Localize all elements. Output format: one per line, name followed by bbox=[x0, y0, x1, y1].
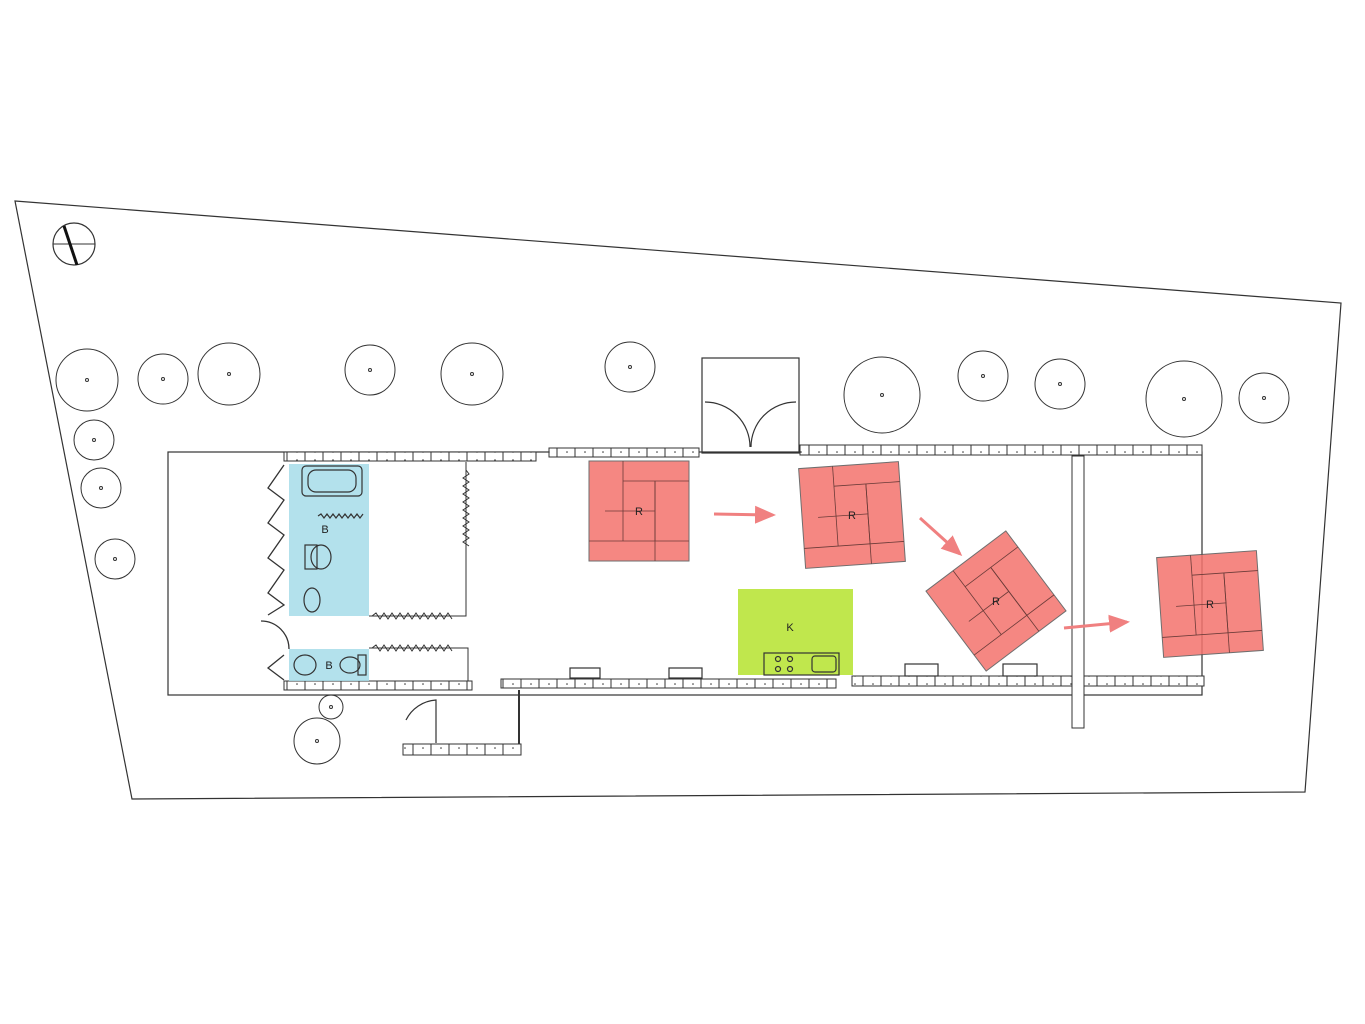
toilet-icon bbox=[304, 544, 332, 570]
tree-icon bbox=[318, 694, 344, 720]
tatami-room-label: R bbox=[992, 596, 1000, 608]
tree-icon bbox=[344, 344, 396, 396]
toilet-icon bbox=[339, 654, 367, 676]
wall-top-mid bbox=[548, 447, 700, 458]
site-boundary bbox=[14, 200, 1342, 800]
tree-icon bbox=[843, 356, 921, 434]
tree-icon bbox=[197, 342, 261, 406]
sink-icon bbox=[811, 655, 837, 673]
bathroom-small: B bbox=[289, 649, 369, 681]
north-arrow-icon bbox=[52, 222, 96, 266]
tatami-rooms: R R R R bbox=[588, 460, 1264, 672]
tree-icon bbox=[1034, 358, 1086, 410]
arrow-3 bbox=[1063, 614, 1130, 633]
tree-icon bbox=[1238, 372, 1290, 424]
wall-bottom-right bbox=[851, 675, 1205, 687]
door-swing-icon bbox=[405, 699, 437, 743]
wall-bottom-left bbox=[283, 680, 473, 691]
tree-icon bbox=[94, 538, 136, 580]
tree-icon bbox=[293, 717, 341, 765]
tree-icon bbox=[957, 350, 1009, 402]
tatami-room-label: R bbox=[1206, 599, 1214, 611]
entrance-porch bbox=[701, 357, 800, 454]
tatami-room-label: R bbox=[848, 510, 856, 522]
arrow-1 bbox=[713, 505, 776, 524]
tatami-room-1: R bbox=[588, 460, 690, 562]
movement-arrows bbox=[713, 505, 1130, 633]
kitchen-label: K bbox=[786, 622, 794, 634]
bath-large-label: B bbox=[321, 524, 328, 536]
partition-right bbox=[1071, 455, 1085, 729]
tatami-room-2: R bbox=[798, 461, 906, 569]
wall-top-left bbox=[283, 451, 537, 462]
window-sills bbox=[569, 663, 1038, 679]
tatami-room-4: R bbox=[1156, 550, 1264, 658]
tree-icon bbox=[80, 467, 122, 509]
tree-icon bbox=[137, 353, 189, 405]
tree-icon bbox=[604, 341, 656, 393]
storage-partitions bbox=[369, 462, 470, 681]
tatami-room-label: R bbox=[635, 506, 643, 518]
stove-icon bbox=[774, 655, 794, 673]
tatami-room-3: R bbox=[925, 530, 1067, 672]
kitchen: K bbox=[738, 589, 853, 676]
bathroom-large: B bbox=[289, 464, 369, 616]
wall-bottom-mid bbox=[500, 678, 837, 689]
arrow-2 bbox=[918, 516, 963, 557]
trees bbox=[55, 341, 1290, 765]
bathtub-icon bbox=[301, 465, 363, 497]
tree-icon bbox=[55, 348, 119, 412]
wall-top-right bbox=[799, 444, 1203, 456]
folding-doors bbox=[260, 464, 290, 681]
bath-small-label: B bbox=[325, 660, 332, 672]
door-swing-icon bbox=[704, 401, 751, 448]
entry-vestibule bbox=[402, 690, 522, 756]
tree-icon bbox=[440, 342, 504, 406]
tree-icon bbox=[1145, 360, 1223, 438]
tree-icon bbox=[73, 419, 115, 461]
